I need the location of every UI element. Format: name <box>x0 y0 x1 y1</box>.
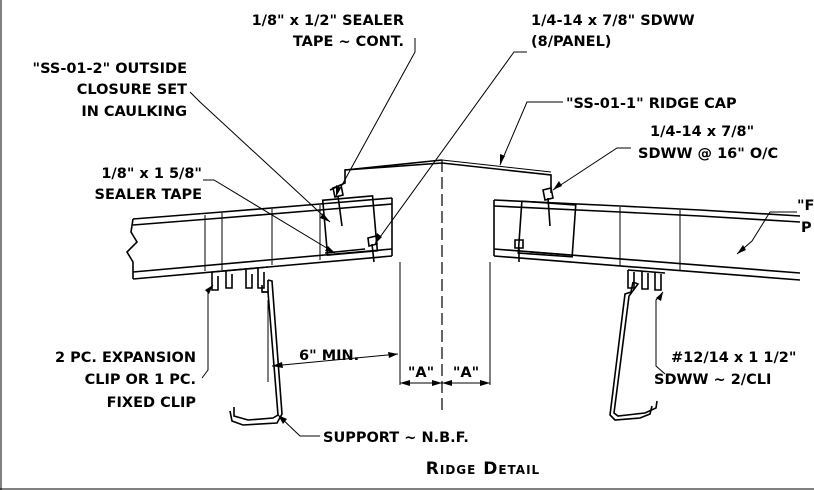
label-outside-closure-2: CLOSURE SET <box>77 82 187 98</box>
label-sdww-panel-1: 1/4-14 x 7/8" SDWW <box>531 13 695 29</box>
label-clip-screw-2: SDWW ~ 2/CLI <box>654 372 771 388</box>
label-outside-closure-3: IN CAULKING <box>81 104 187 120</box>
label-panel-cut-2: P <box>801 220 812 236</box>
right-support <box>609 281 658 421</box>
label-sdww-16oc-1: 1/4-14 x 7/8" <box>650 124 754 140</box>
label-support: SUPPORT ~ N.B.F. <box>323 430 469 446</box>
left-support <box>229 279 283 426</box>
label-outside-closure-1: "SS-01-2" OUTSIDE <box>33 61 187 77</box>
label-clip-screw-1: #12/14 x 1 1/2" <box>671 350 796 366</box>
label-sealer-tape-158-2: SEALER TAPE <box>95 187 202 203</box>
label-dim-a-left: "A" <box>408 365 434 381</box>
dimension-lines <box>267 262 491 386</box>
label-sdww-panel-2: (8/PANEL) <box>531 34 611 50</box>
right-roof-panel <box>493 187 801 291</box>
drawing-title: Ridge Detail <box>426 459 540 479</box>
label-expansion-clip-3: FIXED CLIP <box>107 395 197 411</box>
annotation-labels: 1/8" x 1/2" SEALER TAPE ~ CONT. 1/4-14 x… <box>33 13 814 479</box>
label-expansion-clip-2: CLIP OR 1 PC. <box>85 372 196 388</box>
leader-lines <box>189 38 797 437</box>
label-panel-cut-1: "F <box>797 198 814 214</box>
ridge-cap <box>329 159 552 193</box>
label-sealer-tape-half-2: TAPE ~ CONT. <box>293 34 404 50</box>
label-ridge-cap: "SS-01-1" RIDGE CAP <box>566 96 737 112</box>
label-sealer-tape-158-1: 1/8" x 1 5/8" <box>101 166 202 182</box>
label-six-min: 6" MIN. <box>299 348 359 364</box>
label-expansion-clip-1: 2 PC. EXPANSION <box>55 350 196 366</box>
label-sealer-tape-half-1: 1/8" x 1/2" SEALER <box>252 13 404 29</box>
label-dim-a-right: "A" <box>453 365 479 381</box>
label-sdww-16oc-2: SDWW @ 16" O/C <box>638 146 778 162</box>
